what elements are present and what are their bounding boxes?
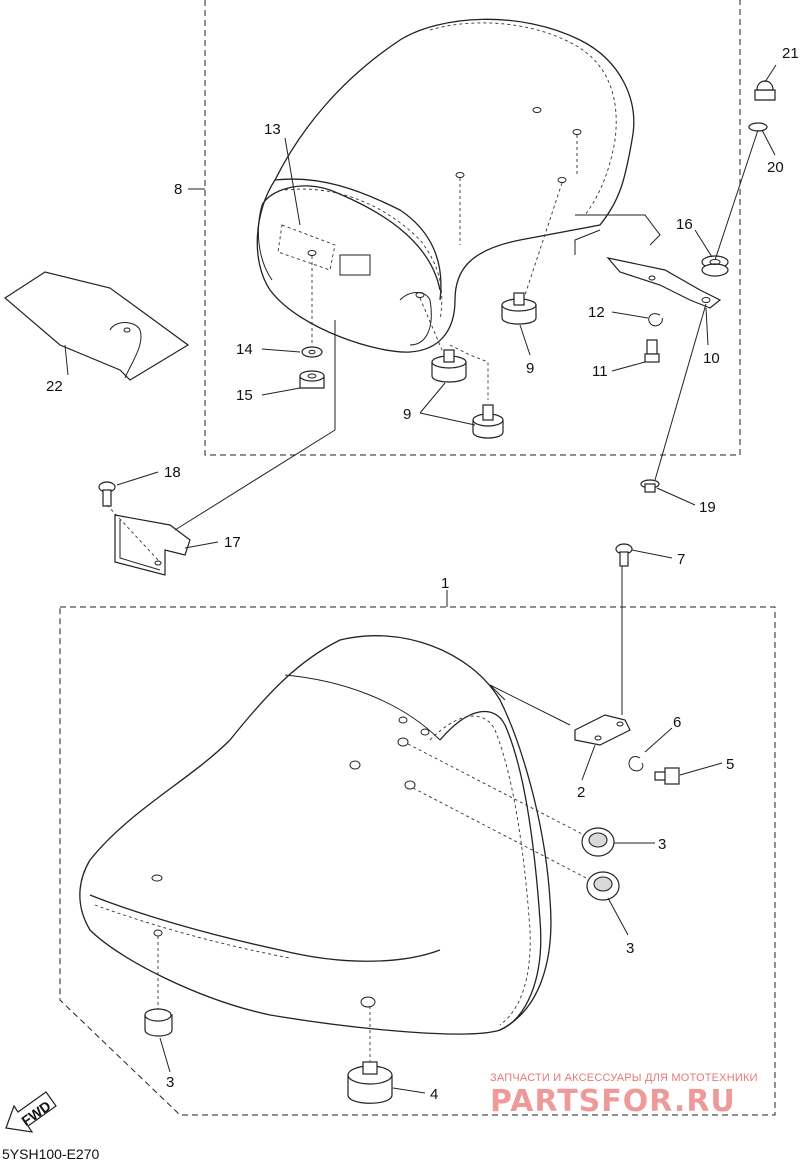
callout-21: 21 bbox=[782, 45, 799, 62]
fwd-arrow-icon: FWD bbox=[5, 1091, 57, 1133]
callout-14: 14 bbox=[236, 341, 253, 358]
part-3-damper-a bbox=[581, 827, 615, 857]
callout-16: 16 bbox=[676, 216, 693, 233]
callout-20: 20 bbox=[767, 159, 784, 176]
part-7-bolt bbox=[615, 543, 633, 567]
part-9-damper-a bbox=[431, 349, 467, 383]
part-21-cap-nut bbox=[754, 80, 776, 101]
watermark-tagline: ЗАПЧАСТИ И АКСЕССУАРЫ ДЛЯ МОТОТЕХНИКИ bbox=[490, 1072, 758, 1084]
callout-3b: 3 bbox=[626, 940, 634, 957]
part-9-damper-c bbox=[501, 292, 537, 325]
callout-3a: 3 bbox=[658, 836, 666, 853]
part-14-washer bbox=[301, 346, 323, 358]
callout-12: 12 bbox=[588, 304, 605, 321]
part-3-damper-b bbox=[586, 871, 620, 901]
double-seat bbox=[79, 635, 571, 1035]
callout-5: 5 bbox=[726, 756, 734, 773]
callout-3c: 3 bbox=[166, 1074, 174, 1091]
part-3-damper-c bbox=[144, 1008, 173, 1037]
part-17-bracket bbox=[114, 514, 191, 576]
part-22-seat-cover bbox=[3, 271, 190, 381]
callout-18: 18 bbox=[164, 464, 181, 481]
callout-1: 1 bbox=[441, 575, 449, 592]
part-4-damper bbox=[347, 1061, 393, 1104]
part-11-bolt bbox=[644, 339, 660, 363]
part-19-collar bbox=[640, 479, 660, 493]
callout-13: 13 bbox=[264, 121, 281, 138]
callout-22: 22 bbox=[46, 378, 63, 395]
callout-4: 4 bbox=[430, 1086, 438, 1103]
leader-lines bbox=[64, 64, 777, 1094]
callout-8: 8 bbox=[174, 181, 182, 198]
callout-19: 19 bbox=[699, 499, 716, 516]
part-18-bolt bbox=[98, 481, 116, 507]
watermark-brand: PARTSFOR.RU bbox=[490, 1084, 736, 1119]
callout-6: 6 bbox=[673, 714, 681, 731]
part-10-bracket bbox=[606, 257, 722, 309]
callout-11: 11 bbox=[592, 363, 608, 380]
part-2-bracket bbox=[574, 714, 631, 746]
part-12-clip bbox=[648, 313, 663, 327]
part-6-clip bbox=[628, 756, 644, 772]
part-9-damper-b bbox=[472, 404, 504, 439]
callout-9a: 9 bbox=[403, 406, 411, 423]
part-16-grommet bbox=[701, 255, 729, 277]
callout-10: 10 bbox=[703, 350, 720, 367]
part-15-nut bbox=[299, 370, 325, 389]
callout-17: 17 bbox=[224, 534, 241, 551]
callout-labels: 1 2 3 3 3 4 5 6 7 8 9 9 10 11 12 13 14 1… bbox=[46, 45, 799, 1103]
rider-seat bbox=[256, 18, 661, 353]
callout-7: 7 bbox=[677, 551, 685, 568]
callout-9b: 9 bbox=[526, 360, 534, 377]
callout-2: 2 bbox=[577, 784, 585, 801]
rider-seat-assembly-boundary bbox=[204, 0, 741, 456]
diagram-code: 5YSH100-E270 bbox=[2, 1146, 100, 1162]
part-20-washer bbox=[748, 122, 768, 132]
callout-15: 15 bbox=[236, 387, 253, 404]
double-seat-assembly-boundary bbox=[59, 606, 776, 1116]
part-5-bolt bbox=[654, 767, 680, 785]
